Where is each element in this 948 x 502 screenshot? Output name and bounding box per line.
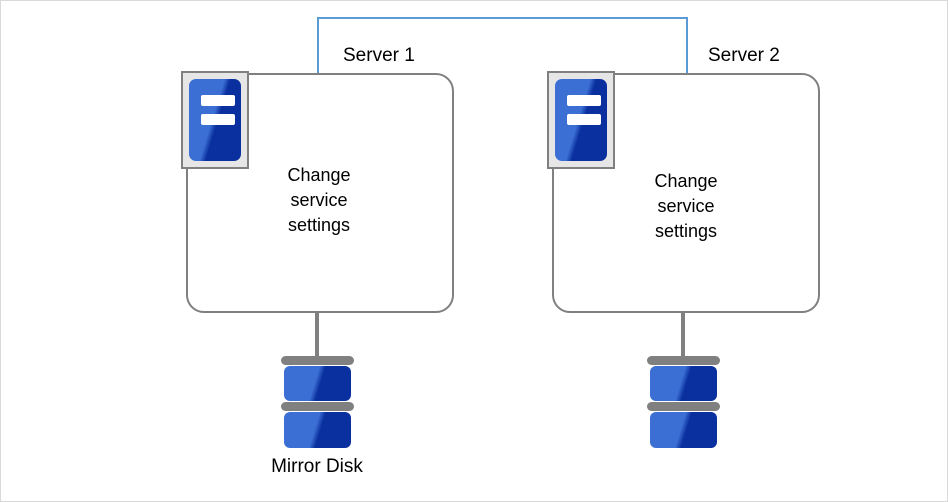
server-2-disk-connector: [681, 313, 685, 359]
server-icon-bar-top: [201, 95, 235, 106]
interconnect-left-segment: [317, 17, 319, 74]
disk-platter-lower: [284, 412, 351, 448]
mirror-disk-1-label: Mirror Disk: [271, 456, 363, 477]
server-1-label: Server 1: [343, 45, 415, 66]
server-icon-bar-top: [567, 95, 601, 106]
mirror-disk-2[interactable]: [647, 356, 720, 451]
interconnect-horizontal-segment: [317, 17, 688, 19]
server-icon: [555, 79, 607, 161]
server-2-label: Server 2: [708, 45, 780, 66]
server-icon-bar-bottom: [201, 114, 235, 125]
disk-platter-lower: [650, 412, 717, 448]
disk-bar-top: [647, 356, 720, 365]
server-1-icon-frame: [181, 71, 249, 169]
server-2-icon-frame: [547, 71, 615, 169]
server-2-body-text: Change service settings: [654, 171, 718, 241]
mirror-disk-1[interactable]: [281, 356, 354, 451]
disk-bar-middle: [647, 402, 720, 411]
disk-bar-middle: [281, 402, 354, 411]
disk-platter-upper: [284, 366, 351, 401]
server-icon-bar-bottom: [567, 114, 601, 125]
disk-bar-top: [281, 356, 354, 365]
server-1-disk-connector: [315, 313, 319, 359]
interconnect-right-segment: [686, 17, 688, 74]
server-icon: [189, 79, 241, 161]
server-1-body-text: Change service settings: [287, 165, 351, 235]
disk-platter-upper: [650, 366, 717, 401]
